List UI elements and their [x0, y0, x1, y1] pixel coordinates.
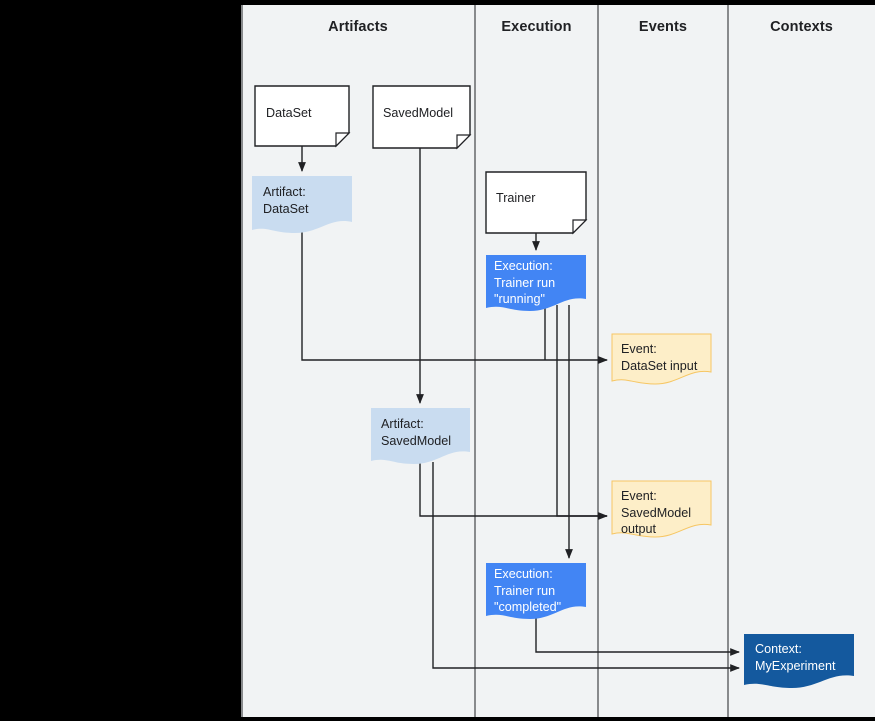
- node-artifact-savedmodel[interactable]: [371, 408, 470, 464]
- node-event-dataset-input[interactable]: [611, 333, 712, 385]
- node-doc-savedmodel[interactable]: [372, 85, 471, 149]
- connectors: [298, 146, 740, 672]
- node-exec-running[interactable]: [486, 255, 586, 311]
- node-doc-trainer[interactable]: [485, 171, 587, 234]
- column-title-artifacts: Artifacts: [328, 19, 388, 35]
- nodes: [252, 85, 854, 688]
- edge-artifact-savedmodel-to-event: [419, 462, 607, 517]
- swimlane-dividers: [241, 5, 729, 717]
- column-title-contexts: Contexts: [770, 19, 833, 35]
- edge-exec-completed-to-context: [535, 617, 740, 656]
- edge-artifact-savedmodel-to-context: [432, 462, 740, 672]
- edge-exec-running-to-event-savedmodel: [556, 305, 608, 520]
- node-event-savedmodel-output[interactable]: [611, 480, 712, 538]
- node-doc-dataset-fold: [335, 132, 351, 148]
- node-artifact-dataset[interactable]: [252, 176, 352, 233]
- edge-artifact-dataset-to-event: [301, 230, 608, 364]
- node-exec-completed[interactable]: [486, 563, 586, 619]
- column-title-events: Events: [638, 19, 688, 35]
- node-doc-dataset[interactable]: [254, 85, 350, 147]
- node-doc-trainer-fold: [572, 219, 588, 235]
- column-title-execution: Execution: [501, 19, 572, 35]
- node-doc-savedmodel-fold: [456, 134, 472, 150]
- node-context-myexperiment[interactable]: [744, 634, 854, 688]
